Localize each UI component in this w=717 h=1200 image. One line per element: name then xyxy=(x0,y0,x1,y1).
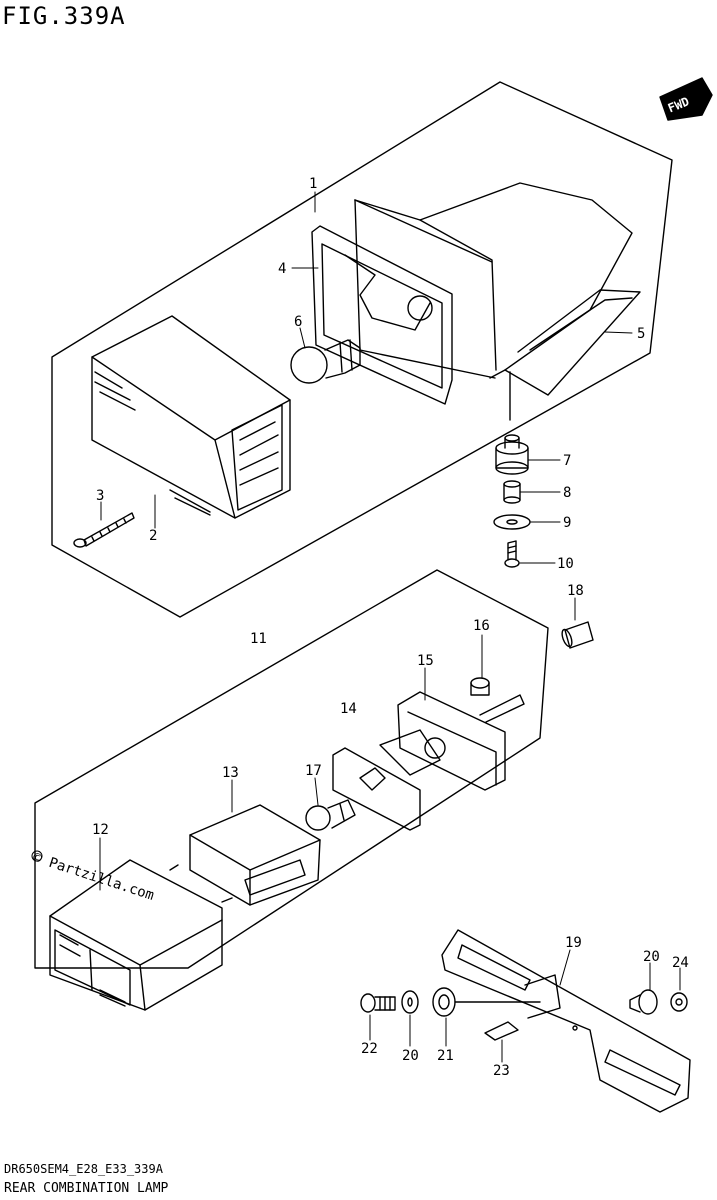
socket-assembly xyxy=(379,691,525,791)
part-number-5: 5 xyxy=(637,326,645,342)
grommet xyxy=(495,434,529,475)
part-number-8: 8 xyxy=(563,485,571,501)
part-number-4: 4 xyxy=(278,261,286,277)
part-number-18: 18 xyxy=(567,583,584,599)
part-number-17: 17 xyxy=(305,763,322,779)
part-number-6: 6 xyxy=(294,314,302,330)
license-bracket xyxy=(441,929,691,1113)
lamp-housing xyxy=(354,182,641,396)
bracket-clip xyxy=(484,1021,519,1041)
license-gasket xyxy=(332,747,421,831)
license-bulb xyxy=(305,799,356,831)
part-number-12: 12 xyxy=(92,822,109,838)
part-number-20b: 20 xyxy=(402,1048,419,1064)
copyright-icon xyxy=(31,850,43,862)
part-number-14: 14 xyxy=(340,701,357,717)
nut-bolt xyxy=(504,540,520,568)
upper-assembly-outline xyxy=(51,81,673,618)
part-number-21: 21 xyxy=(437,1048,454,1064)
bracket-nut xyxy=(670,992,688,1012)
part-number-19: 19 xyxy=(565,935,582,951)
lower-assembly-outline xyxy=(34,569,549,969)
license-lamp-lens xyxy=(189,804,321,906)
part-number-1: 1 xyxy=(309,176,317,192)
spacer xyxy=(561,621,594,649)
part-number-11: 11 xyxy=(250,631,267,647)
part-number-15: 15 xyxy=(417,653,434,669)
washer xyxy=(493,514,531,530)
bracket-washer-left xyxy=(401,990,419,1014)
part-number-23: 23 xyxy=(493,1063,510,1079)
part-number-24: 24 xyxy=(672,955,689,971)
tail-bulb xyxy=(290,339,361,384)
mounting-bolt xyxy=(360,993,396,1013)
part-number-3: 3 xyxy=(96,488,104,504)
lens-gasket xyxy=(311,225,453,405)
lens-screw xyxy=(73,512,135,548)
fwd-arrow-icon xyxy=(659,77,713,121)
figure-title: FIG.339A xyxy=(2,2,126,30)
footer-code: DR650SEM4_E28_E33_339A xyxy=(4,1162,163,1176)
part-number-13: 13 xyxy=(222,765,239,781)
bracket-cushion xyxy=(432,987,541,1017)
bracket-collar-right xyxy=(629,989,658,1015)
license-lamp-housing xyxy=(49,859,233,1011)
part-number-10: 10 xyxy=(557,556,574,572)
footer-title: REAR COMBINATION LAMP xyxy=(4,1181,169,1196)
part-number-20a: 20 xyxy=(643,949,660,965)
rear-lens xyxy=(91,315,291,519)
part-number-16: 16 xyxy=(473,618,490,634)
watermark-text: © Partzilla.com xyxy=(31,850,156,904)
part-number-2: 2 xyxy=(149,528,157,544)
collar xyxy=(503,480,521,504)
part-number-22: 22 xyxy=(361,1041,378,1057)
part-number-7: 7 xyxy=(563,453,571,469)
part-number-9: 9 xyxy=(563,515,571,531)
leader-lines xyxy=(99,191,681,1063)
socket-screw xyxy=(470,677,490,696)
